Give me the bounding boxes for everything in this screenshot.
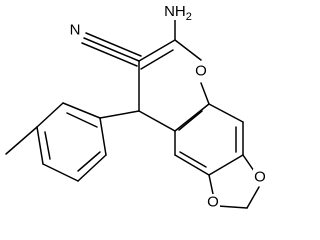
bond [200, 82, 210, 105]
methyl-bond [5, 126, 38, 155]
chemical-structure: NH2 N O O O [5, 3, 267, 211]
bond [66, 112, 98, 128]
bond [83, 37, 140, 62]
bond [179, 151, 207, 168]
bond [77, 154, 107, 182]
dioxole-o-upper-label: O [253, 169, 267, 186]
tolyl-ring [5, 102, 140, 182]
bond [208, 103, 244, 123]
bond [174, 154, 210, 176]
bond [99, 117, 107, 156]
bond [36, 126, 44, 165]
bond [138, 39, 176, 62]
dioxole-o-lower-label: O [206, 194, 220, 211]
bond [217, 205, 248, 209]
bond [77, 151, 101, 172]
bond [81, 42, 138, 67]
bond [246, 186, 260, 209]
pyran-ring [138, 39, 210, 132]
bond [44, 131, 51, 160]
amino-label: NH2 [162, 3, 192, 24]
bond [174, 103, 210, 132]
dioxole-o-lower-text: O [207, 194, 219, 211]
bond [99, 110, 140, 119]
bond [242, 154, 255, 172]
bond [36, 102, 64, 128]
bond [62, 102, 101, 119]
nitrile-n-label: N [69, 22, 82, 39]
bond [138, 110, 176, 132]
bond [140, 49, 174, 70]
bond [178, 110, 203, 131]
pyran-o-label: O [194, 62, 208, 80]
bond [42, 163, 79, 182]
dioxole-o-upper-text: O [254, 169, 266, 186]
nitrile-n-text: N [70, 22, 81, 39]
bond [85, 32, 142, 57]
bond [208, 154, 244, 176]
benzo-ring [174, 103, 244, 176]
dioxole-ring [208, 154, 260, 209]
bond [174, 39, 202, 61]
bond [208, 174, 214, 195]
pyran-o-text: O [195, 63, 207, 80]
amino-text: NH2 [164, 3, 192, 24]
nitrile-group [81, 32, 142, 67]
